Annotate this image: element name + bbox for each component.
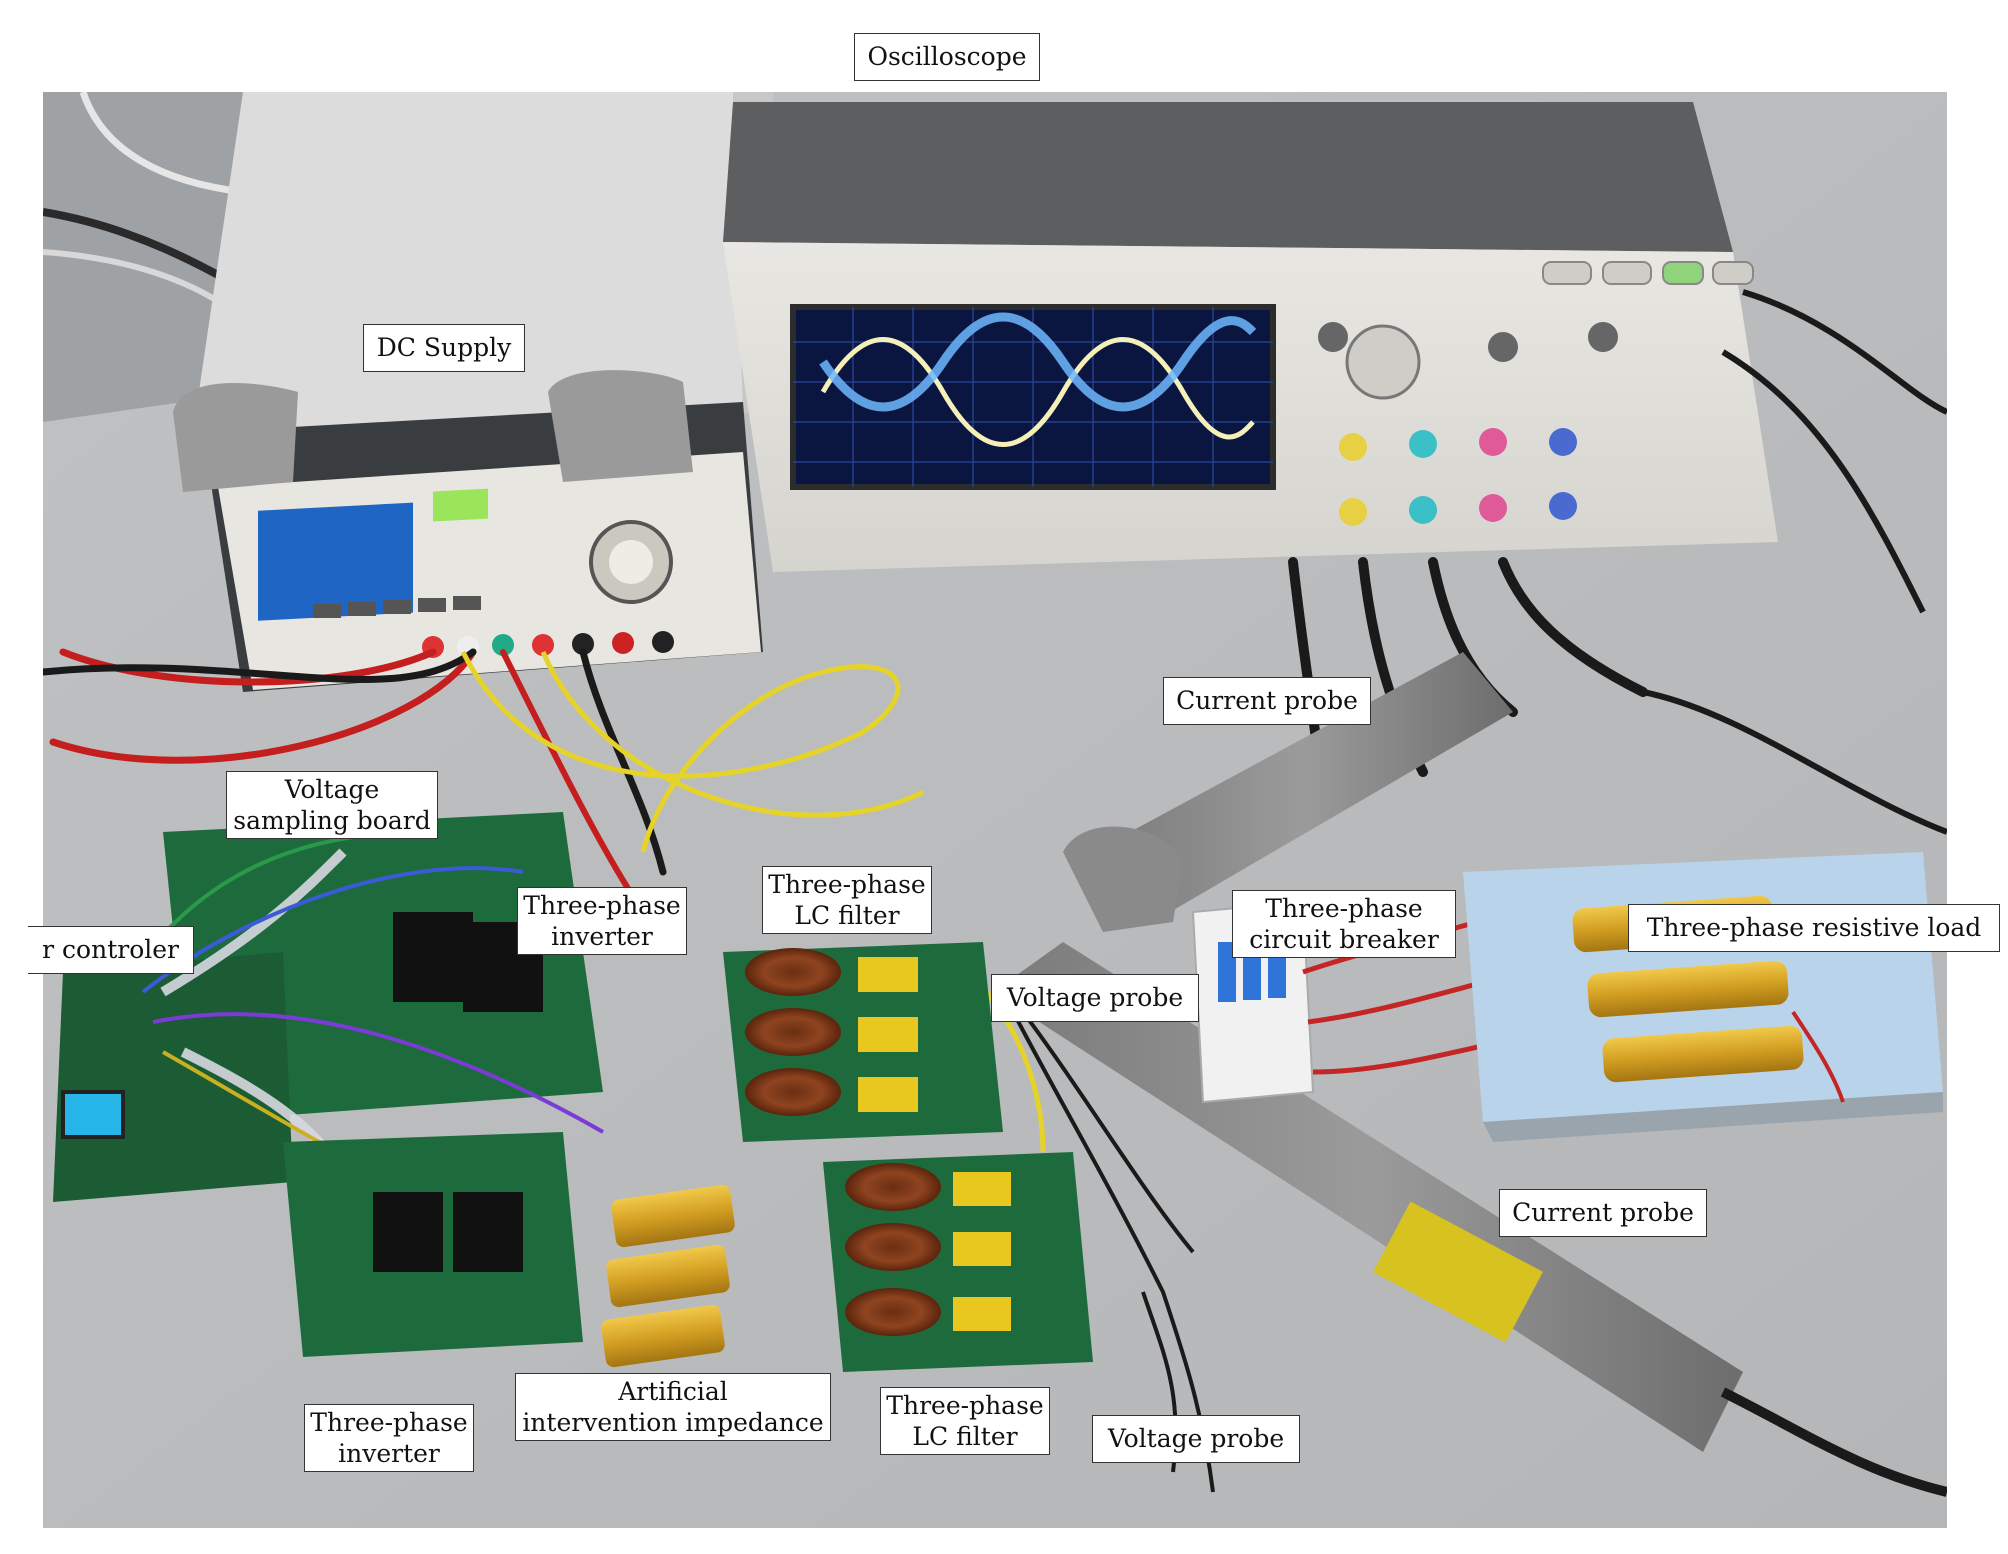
callout-circuit-breaker: Three-phase circuit breaker: [1232, 890, 1456, 958]
callout-circuit-breaker-line1: Three-phase: [1265, 894, 1423, 923]
callout-circuit-breaker-line2: circuit breaker: [1249, 925, 1439, 954]
callout-voltage-probe-top-line1: Voltage probe: [1006, 983, 1184, 1012]
callout-inverter-top-line1: Three-phase: [523, 891, 681, 920]
callout-intervention-impedance-line1: Artificial: [618, 1377, 728, 1406]
callout-current-probe-top: Current probe: [1163, 677, 1371, 725]
callout-controller-line1: r controler: [42, 935, 179, 964]
callout-voltage-sampling-board-line2: sampling board: [233, 806, 431, 835]
callout-inverter-bottom-line2: inverter: [338, 1439, 440, 1468]
callout-dc-supply: DC Supply: [363, 324, 525, 372]
callout-current-probe-bottom: Current probe: [1499, 1189, 1707, 1237]
callout-inverter-top: Three-phase inverter: [517, 887, 687, 955]
callout-intervention-impedance: Artificial intervention impedance: [515, 1373, 831, 1441]
callout-inverter-bottom: Three-phase inverter: [304, 1404, 474, 1472]
callout-intervention-impedance-line2: intervention impedance: [522, 1408, 824, 1437]
callout-current-probe-top-line1: Current probe: [1176, 686, 1358, 715]
callout-controller: r controler: [28, 926, 194, 974]
callout-voltage-probe-bottom: Voltage probe: [1092, 1415, 1300, 1463]
callout-lc-filter-bottom-line1: Three-phase: [886, 1391, 1044, 1420]
callout-voltage-probe-top: Voltage probe: [991, 974, 1199, 1022]
callout-resistive-load-line1: Three-phase resistive load: [1646, 913, 1982, 942]
callout-voltage-sampling-board: Voltage sampling board: [226, 771, 438, 839]
callout-lc-filter-bottom-line2: LC filter: [912, 1422, 1018, 1451]
callout-lc-filter-top-line2: LC filter: [794, 901, 900, 930]
callout-resistive-load: Three-phase resistive load: [1628, 904, 2000, 952]
callout-lc-filter-top: Three-phase LC filter: [762, 866, 932, 934]
callout-lc-filter-bottom: Three-phase LC filter: [880, 1387, 1050, 1455]
callout-current-probe-bottom-line1: Current probe: [1512, 1198, 1694, 1227]
callout-inverter-bottom-line1: Three-phase: [310, 1408, 468, 1437]
callout-voltage-sampling-board-line1: Voltage: [284, 775, 380, 804]
lab-setup-photo: [43, 92, 1947, 1528]
callout-oscilloscope-line1: Oscilloscope: [867, 42, 1027, 71]
callout-lc-filter-top-line1: Three-phase: [768, 870, 926, 899]
callout-inverter-top-line2: inverter: [551, 922, 653, 951]
callout-oscilloscope: Oscilloscope: [854, 33, 1040, 81]
callout-voltage-probe-bottom-line1: Voltage probe: [1107, 1424, 1285, 1453]
callout-dc-supply-line1: DC Supply: [376, 333, 512, 362]
